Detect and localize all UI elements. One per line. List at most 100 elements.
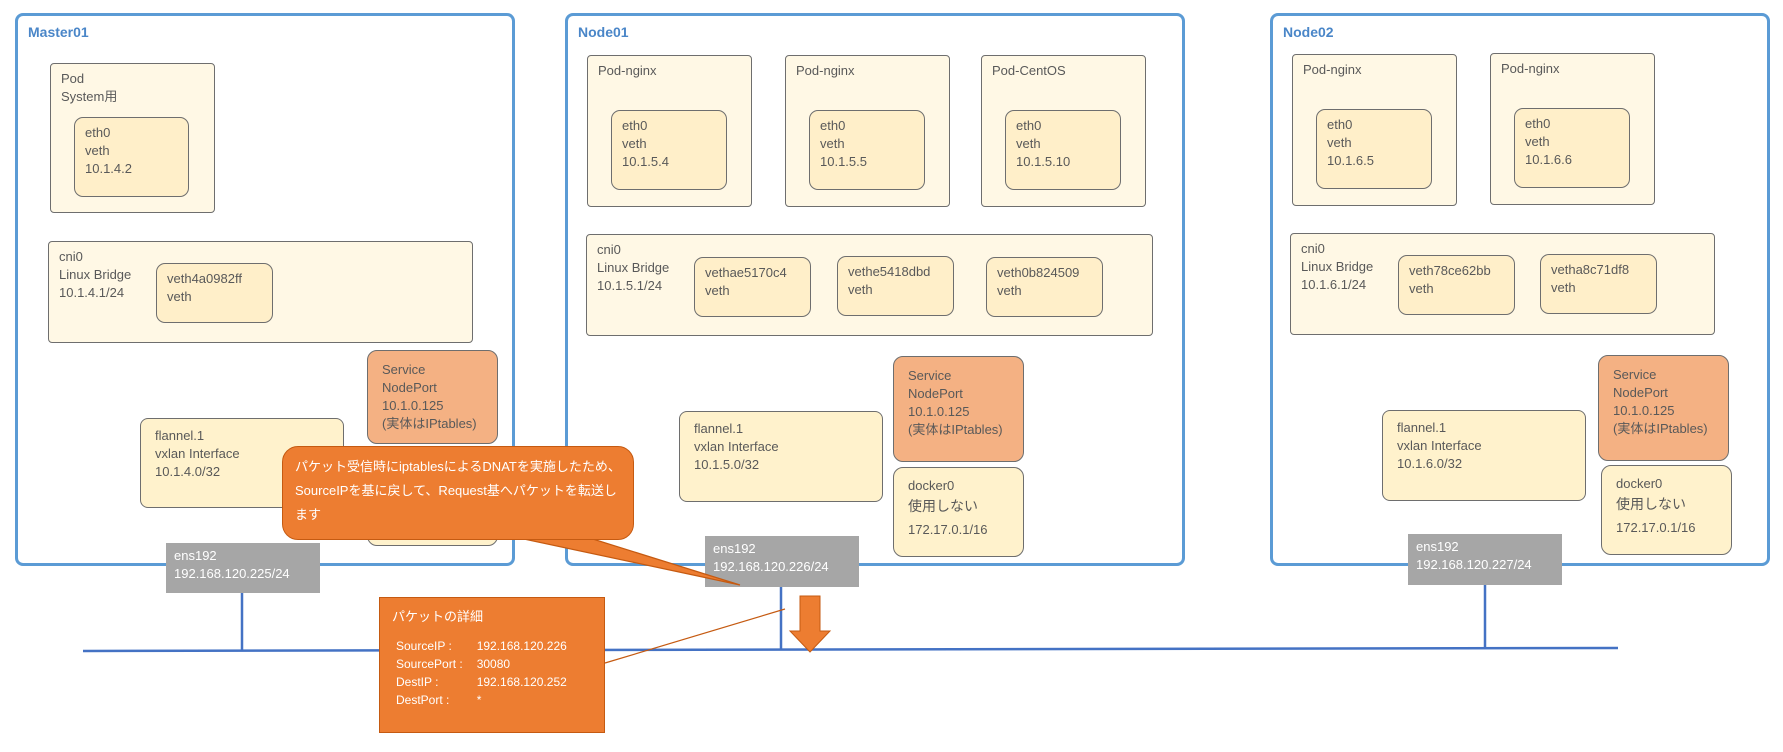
- nic-ip: 192.168.120.225/24: [174, 566, 290, 581]
- bridge-name: cni0: [59, 249, 83, 264]
- iface-name: eth0: [1016, 118, 1042, 133]
- iface-type: vxlan Interface: [694, 439, 779, 454]
- nic-name: ens192: [713, 541, 756, 556]
- ens192-nic: ens192 192.168.120.226/24: [705, 536, 859, 587]
- service-ip: 10.1.0.125: [908, 404, 970, 419]
- iface-name: veth0b824509: [997, 265, 1080, 280]
- iface-name: eth0: [820, 118, 846, 133]
- service-ip: 10.1.0.125: [382, 398, 444, 413]
- packet-detail-panel: パケットの詳細 SourceIP : 192.168.120.226 Sourc…: [379, 597, 605, 733]
- node-title: Node01: [578, 24, 629, 40]
- row-value: 192.168.120.226: [476, 639, 567, 653]
- service-nodeport: Service NodePort 10.1.0.125 (実体はIPtables…: [367, 350, 498, 444]
- iface-type: veth: [167, 289, 192, 304]
- bridge-ip: 10.1.4.1/24: [59, 285, 125, 300]
- iface-name: vetha8c71df8: [1551, 262, 1630, 277]
- iface-ip: 10.1.6.0/32: [1397, 456, 1463, 471]
- iface-name: docker0: [908, 478, 955, 493]
- iface-ip: 10.1.6.6: [1525, 152, 1572, 167]
- row-label: DestIP :: [396, 675, 439, 689]
- service-label: Service: [1613, 367, 1657, 382]
- iface-name: eth0: [1327, 117, 1353, 132]
- service-note: (実体はIPtables): [908, 422, 1003, 437]
- pod-label: Pod: [61, 71, 85, 86]
- iface-type: veth: [85, 143, 110, 158]
- iface-type: veth: [1551, 280, 1576, 295]
- bridge-type: Linux Bridge: [59, 267, 132, 282]
- nic-ip: 192.168.120.226/24: [713, 559, 829, 574]
- bridge-veth-interface: veth0b824509 veth: [986, 257, 1103, 317]
- iface-name: eth0: [622, 118, 648, 133]
- row-label: SourceIP :: [396, 639, 452, 653]
- packet-detail-row: SourceIP : 192.168.120.226: [392, 637, 577, 655]
- bridge-name: cni0: [1301, 241, 1325, 256]
- bridge-veth-interface: veth78ce62bb veth: [1398, 255, 1515, 315]
- service-note: (実体はIPtables): [382, 416, 477, 431]
- bridge-type: Linux Bridge: [597, 260, 670, 275]
- dnat-callout: パケット受信時にiptablesによるDNATを実施したため、SourceIPを…: [282, 446, 634, 540]
- nic-name: ens192: [174, 548, 217, 563]
- iface-name: veth78ce62bb: [1409, 263, 1491, 278]
- row-value: 30080: [476, 657, 511, 671]
- detail-leader-line: [604, 608, 786, 664]
- service-nodeport: Service NodePort 10.1.0.125 (実体はIPtables…: [893, 356, 1024, 462]
- iface-name: eth0: [1525, 116, 1551, 131]
- iface-ip: 10.1.5.10: [1016, 154, 1071, 169]
- packet-detail-row: DestIP : 192.168.120.252: [392, 673, 577, 691]
- service-note: (実体はIPtables): [1613, 421, 1708, 436]
- iface-ip: 172.17.0.1/16: [1616, 520, 1696, 535]
- service-type: NodePort: [382, 380, 437, 395]
- iface-type: veth: [848, 282, 873, 297]
- iface-ip: 10.1.5.5: [820, 154, 867, 169]
- packet-detail-title: パケットの詳細: [392, 609, 484, 624]
- pod-eth0-interface: eth0 veth 10.1.6.5: [1316, 109, 1432, 189]
- bridge-veth-interface: vethe5418dbd veth: [837, 256, 954, 316]
- row-label: SourcePort :: [396, 657, 463, 671]
- pod-title: Pod-nginx: [796, 63, 855, 78]
- network-backbone: [82, 646, 1619, 653]
- service-label: Service: [382, 362, 426, 377]
- iface-name: vethe5418dbd: [848, 264, 931, 279]
- nic-ip: 192.168.120.227/24: [1416, 557, 1532, 572]
- iface-ip: 10.1.5.0/32: [694, 457, 760, 472]
- iface-type: veth: [1525, 134, 1550, 149]
- service-label: Service: [908, 368, 952, 383]
- service-type: NodePort: [1613, 385, 1668, 400]
- packet-detail-table: SourceIP : 192.168.120.226 SourcePort : …: [392, 637, 577, 709]
- flannel-interface: flannel.1 vxlan Interface 10.1.6.0/32: [1382, 410, 1586, 501]
- docker0-interface: docker0 使用しない 172.17.0.1/16: [893, 467, 1024, 557]
- bridge-name: cni0: [597, 242, 621, 257]
- iface-type: veth: [997, 283, 1022, 298]
- bridge-veth-interface: vetha8c71df8 veth: [1540, 254, 1657, 314]
- node-title: Master01: [28, 24, 89, 40]
- iface-name: vethae5170c4: [705, 265, 787, 280]
- iface-name: docker0: [1616, 476, 1663, 491]
- row-label: DestPort :: [396, 693, 450, 707]
- iface-name: veth4a0982ff: [167, 271, 242, 286]
- pod-eth0-interface: eth0 veth 10.1.6.6: [1514, 108, 1630, 188]
- iface-ip: 10.1.4.2: [85, 161, 132, 176]
- iface-ip: 172.17.0.1/16: [908, 522, 988, 537]
- bridge-ip: 10.1.6.1/24: [1301, 277, 1367, 292]
- pod-eth0-interface: eth0 veth 10.1.5.5: [809, 110, 925, 190]
- iface-ip: 10.1.5.4: [622, 154, 669, 169]
- pod-subtitle: System用: [61, 89, 118, 104]
- iface-type: veth: [622, 136, 647, 151]
- iface-type: vxlan Interface: [1397, 438, 1482, 453]
- iface-name: flannel.1: [1397, 420, 1447, 435]
- packet-detail-row: SourcePort : 30080: [392, 655, 577, 673]
- pod-title: Pod-nginx: [1303, 62, 1362, 77]
- docker0-interface: docker0 使用しない 172.17.0.1/16: [1601, 465, 1732, 555]
- pod-title: Pod-CentOS: [992, 63, 1066, 78]
- callout-text: パケット受信時にiptablesによるDNATを実施したため、SourceIPを…: [295, 459, 621, 522]
- bridge-veth-interface: veth4a0982ff veth: [156, 263, 273, 323]
- row-value: *: [476, 693, 482, 707]
- ens192-nic: ens192 192.168.120.225/24: [166, 543, 320, 593]
- bridge-ip: 10.1.5.1/24: [597, 278, 663, 293]
- flannel-interface: flannel.1 vxlan Interface 10.1.5.0/32: [679, 411, 883, 502]
- pod-eth0-interface: eth0 veth 10.1.5.10: [1005, 110, 1121, 190]
- iface-ip: 10.1.6.5: [1327, 153, 1374, 168]
- pod-eth0-interface: eth0 veth 10.1.4.2: [74, 117, 189, 197]
- service-type: NodePort: [908, 386, 963, 401]
- service-nodeport: Service NodePort 10.1.0.125 (実体はIPtables…: [1598, 355, 1729, 461]
